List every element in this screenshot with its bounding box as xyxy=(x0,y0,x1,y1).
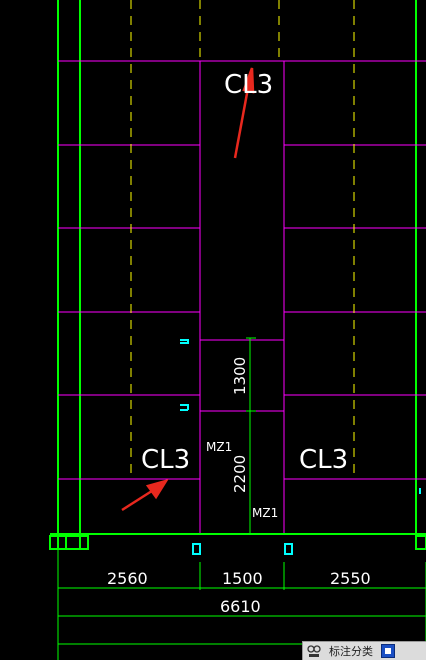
dim-horizontal-right: 2550 xyxy=(330,569,371,588)
red-arrows xyxy=(121,67,255,512)
dim-horizontal-middle: 1500 xyxy=(222,569,263,588)
dim-vertical-upper: 1300 xyxy=(231,357,249,395)
dim-vertical-lower: 2200 xyxy=(231,455,249,493)
cad-text: CL3 CL3 CL3 MZ1 MZ1 1300 2200 2560 1500 … xyxy=(107,70,371,616)
annotation-category-toggle[interactable] xyxy=(381,644,395,658)
yellow-axis-lines xyxy=(130,0,355,480)
annotation-category-label: 标注分类 xyxy=(329,645,373,658)
left-wall-lines xyxy=(57,0,81,540)
vertical-dim-lines xyxy=(246,337,256,535)
bottom-wall xyxy=(49,533,426,550)
label-beam-right: CL3 xyxy=(299,445,348,475)
cyan-markers xyxy=(180,339,421,555)
label-door-lower: MZ1 xyxy=(252,506,278,520)
dim-horizontal-total: 6610 xyxy=(220,597,261,616)
label-beam-left: CL3 xyxy=(141,445,190,475)
label-door-upper: MZ1 xyxy=(206,440,232,454)
status-bar: 标注分类 xyxy=(302,641,426,660)
dim-horizontal-left: 2560 xyxy=(107,569,148,588)
annotation-icon[interactable] xyxy=(303,643,325,660)
magenta-grid-lines xyxy=(58,60,426,534)
label-beam-top: CL3 xyxy=(224,70,273,100)
